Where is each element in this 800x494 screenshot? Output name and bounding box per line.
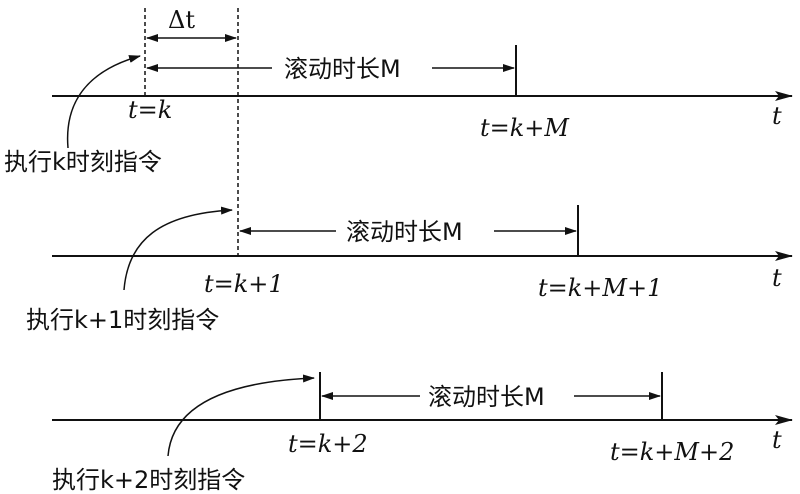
row3-exec-curve [167,374,315,457]
row2-axis-label: t [772,264,782,292]
row1-axis-label: t [772,102,782,130]
row1-span-label: 滚动时长M [284,55,401,83]
row2-end-label: t=k+M+1 [538,274,662,302]
row3-end-label: t=k+M+2 [610,438,734,466]
row2-exec-label: 执行k+1时刻指令 [26,306,219,334]
row3-axis-label: t [772,426,782,454]
row3-exec-label: 执行k+2时刻指令 [52,466,245,494]
row2-start-label: t=k+1 [204,270,284,298]
delta-t-label: Δt [168,6,195,34]
row3-span-label: 滚动时长M [428,383,545,411]
row2-exec-curve [123,206,233,291]
row2-span-label: 滚动时长M [346,218,463,246]
row1-exec-curve [66,55,141,149]
row1-end-label: t=k+M [480,114,570,142]
row3-start-label: t=k+2 [288,430,368,458]
row1-exec-label: 执行k时刻指令 [4,148,162,176]
row1-start-label: t=k [128,96,172,124]
